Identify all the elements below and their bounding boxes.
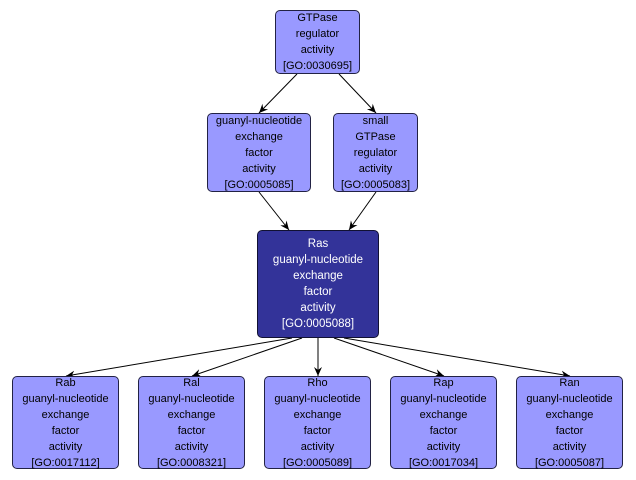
focus-term-node[interactable]: Ras guanyl-nucleotide exchange factor activi…: [257, 230, 379, 338]
term-name-label: regulator: [353, 146, 398, 159]
go-term-node[interactable]: Ral guanyl-nucleotide exchange factor activi…: [138, 376, 245, 469]
term-name-label: activity: [174, 440, 209, 453]
term-id-label: [GO:0005088]: [281, 318, 355, 330]
go-term-node[interactable]: Ran guanyl-nucleotide exchange factor activi…: [516, 376, 623, 469]
term-name-label: exchange: [293, 408, 342, 421]
term-id-label: [GO:0005085]: [224, 178, 294, 191]
go-term-node[interactable]: guanyl-nucleotide exchange factor activity […: [207, 113, 311, 192]
go-term-node[interactable]: Rap guanyl-nucleotide exchange factor activi…: [390, 376, 497, 469]
go-term-node[interactable]: Rho guanyl-nucleotide exchange factor activi…: [264, 376, 371, 469]
term-name-label: activity: [242, 162, 276, 175]
term-name-label: activity: [358, 162, 393, 175]
edge-arrow: [65, 337, 293, 379]
term-name-label: guanyl-nucleotide: [274, 392, 361, 405]
term-name-label: Ral: [183, 376, 200, 389]
term-name-label: activity: [300, 44, 335, 56]
term-id-label: [GO:0017034]: [408, 456, 479, 469]
term-name-label: Ras: [307, 238, 329, 250]
term-id-label: [GO:0005089]: [282, 456, 353, 469]
term-name-label: Rap: [433, 376, 454, 389]
term-id-label: [GO:0030695]: [282, 60, 353, 72]
term-name-label: exchange: [419, 408, 468, 421]
term-name-label: factor: [303, 286, 333, 298]
term-name-label: exchange: [167, 408, 216, 421]
term-id-label: [GO:0005083]: [340, 178, 411, 191]
go-term-node[interactable]: Rab guanyl-nucleotide exchange factor activi…: [12, 376, 119, 469]
term-name-label: Rho: [307, 376, 328, 389]
term-name-label: guanyl-nucleotide: [215, 114, 303, 127]
term-name-label: activity: [552, 440, 587, 453]
term-name-label: Rab: [55, 376, 76, 389]
edge-arrow: [191, 337, 303, 377]
term-name-label: activity: [300, 440, 335, 453]
term-name-label: guanyl-nucleotide: [22, 392, 109, 405]
term-name-label: exchange: [545, 408, 594, 421]
term-name-label: guanyl-nucleotide: [148, 392, 235, 405]
term-name-label: regulator: [295, 28, 340, 40]
term-name-label: factor: [177, 424, 206, 437]
term-name-label: activity: [300, 302, 336, 314]
term-name-label: exchange: [235, 130, 283, 143]
edge-arrow: [258, 73, 298, 114]
term-name-label: guanyl-nucleotide: [526, 392, 613, 405]
edge-arrow: [258, 191, 290, 231]
term-name-label: guanyl-nucleotide: [400, 392, 487, 405]
term-name-label: exchange: [41, 408, 90, 421]
term-name-label: factor: [555, 424, 584, 437]
term-name-label: activity: [426, 440, 461, 453]
term-id-label: [GO:0005087]: [534, 456, 605, 469]
term-name-label: Ran: [559, 376, 580, 389]
term-name-label: GTPase: [297, 12, 338, 24]
term-id-label: [GO:0008321]: [156, 456, 227, 469]
term-name-label: guanyl-nucleotide: [272, 254, 364, 266]
term-id-label: [GO:0017112]: [31, 456, 100, 469]
go-term-node[interactable]: GTPase regulator activity [GO:0030695]: [275, 10, 360, 74]
term-name-label: activity: [48, 440, 83, 453]
edge-arrow: [348, 191, 377, 231]
term-name-label: factor: [51, 424, 80, 437]
term-name-label: exchange: [293, 270, 343, 282]
term-name-label: GTPase: [355, 130, 396, 143]
edge-arrow: [343, 337, 571, 379]
term-name-label: small: [362, 114, 389, 127]
edge-arrow: [333, 337, 445, 377]
term-name-label: factor: [303, 424, 332, 437]
term-name-label: factor: [245, 146, 273, 159]
term-name-label: factor: [429, 424, 458, 437]
edge-arrow: [338, 73, 377, 114]
